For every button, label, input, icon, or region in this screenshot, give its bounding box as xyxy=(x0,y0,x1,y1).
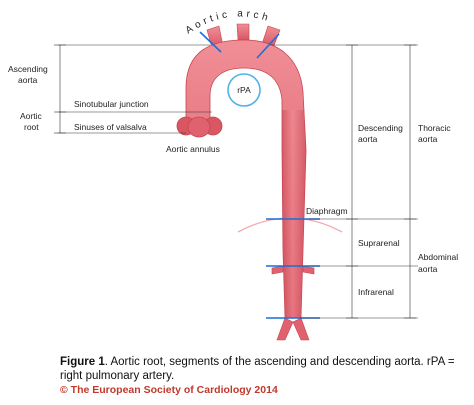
aortic-annulus-label: Aortic annulus xyxy=(166,144,220,154)
aorta-diagram: Aortic arch rPA xyxy=(8,8,458,341)
suprarenal-label: Suprarenal xyxy=(358,238,400,248)
rpa-label: rPA xyxy=(237,85,251,95)
thoracic-aorta-label-line1: Thoracic xyxy=(418,123,451,133)
figure-caption: Figure 1. Aortic root, segments of the a… xyxy=(60,355,465,383)
iliac-bifurcation xyxy=(276,317,310,341)
abdominal-aorta-label-line2: aorta xyxy=(418,264,438,274)
left-guides xyxy=(54,44,212,134)
figure-label: Figure 1 xyxy=(60,356,105,368)
aortic-root-label-line2: root xyxy=(24,122,39,132)
abdominal-aorta-label-line1: Abdominal xyxy=(418,252,458,262)
renal-branches xyxy=(271,265,315,275)
aortic-root-label-line1: Aortic xyxy=(20,111,42,121)
diaphragm-label: Diaphragm xyxy=(306,206,348,216)
descending-aorta-label-line2: aorta xyxy=(358,134,378,144)
thoracic-aorta-label-line2: aorta xyxy=(418,134,438,144)
rpa-circle xyxy=(227,73,261,107)
sinotubular-junction-label: Sinotubular junction xyxy=(74,99,149,109)
infrarenal-label: Infrarenal xyxy=(358,287,394,297)
ascending-aorta-label-line1: Ascending xyxy=(8,64,48,74)
right-guides xyxy=(270,44,418,319)
descending-aorta-label-line1: Descending xyxy=(358,123,403,133)
aortic-root-sinuses xyxy=(176,116,223,138)
sinuses-of-valsalva-label: Sinuses of valsalva xyxy=(74,122,147,132)
figure-caption-text: . Aortic root, segments of the ascending… xyxy=(60,356,455,382)
copyright-notice: © The European Society of Cardiology 201… xyxy=(60,384,278,396)
ascending-aorta-label-line2: aorta xyxy=(18,75,38,85)
aortic-arch-label: Aortic arch xyxy=(184,8,273,36)
aorta-diagram-svg: Aortic arch rPA xyxy=(8,8,458,341)
